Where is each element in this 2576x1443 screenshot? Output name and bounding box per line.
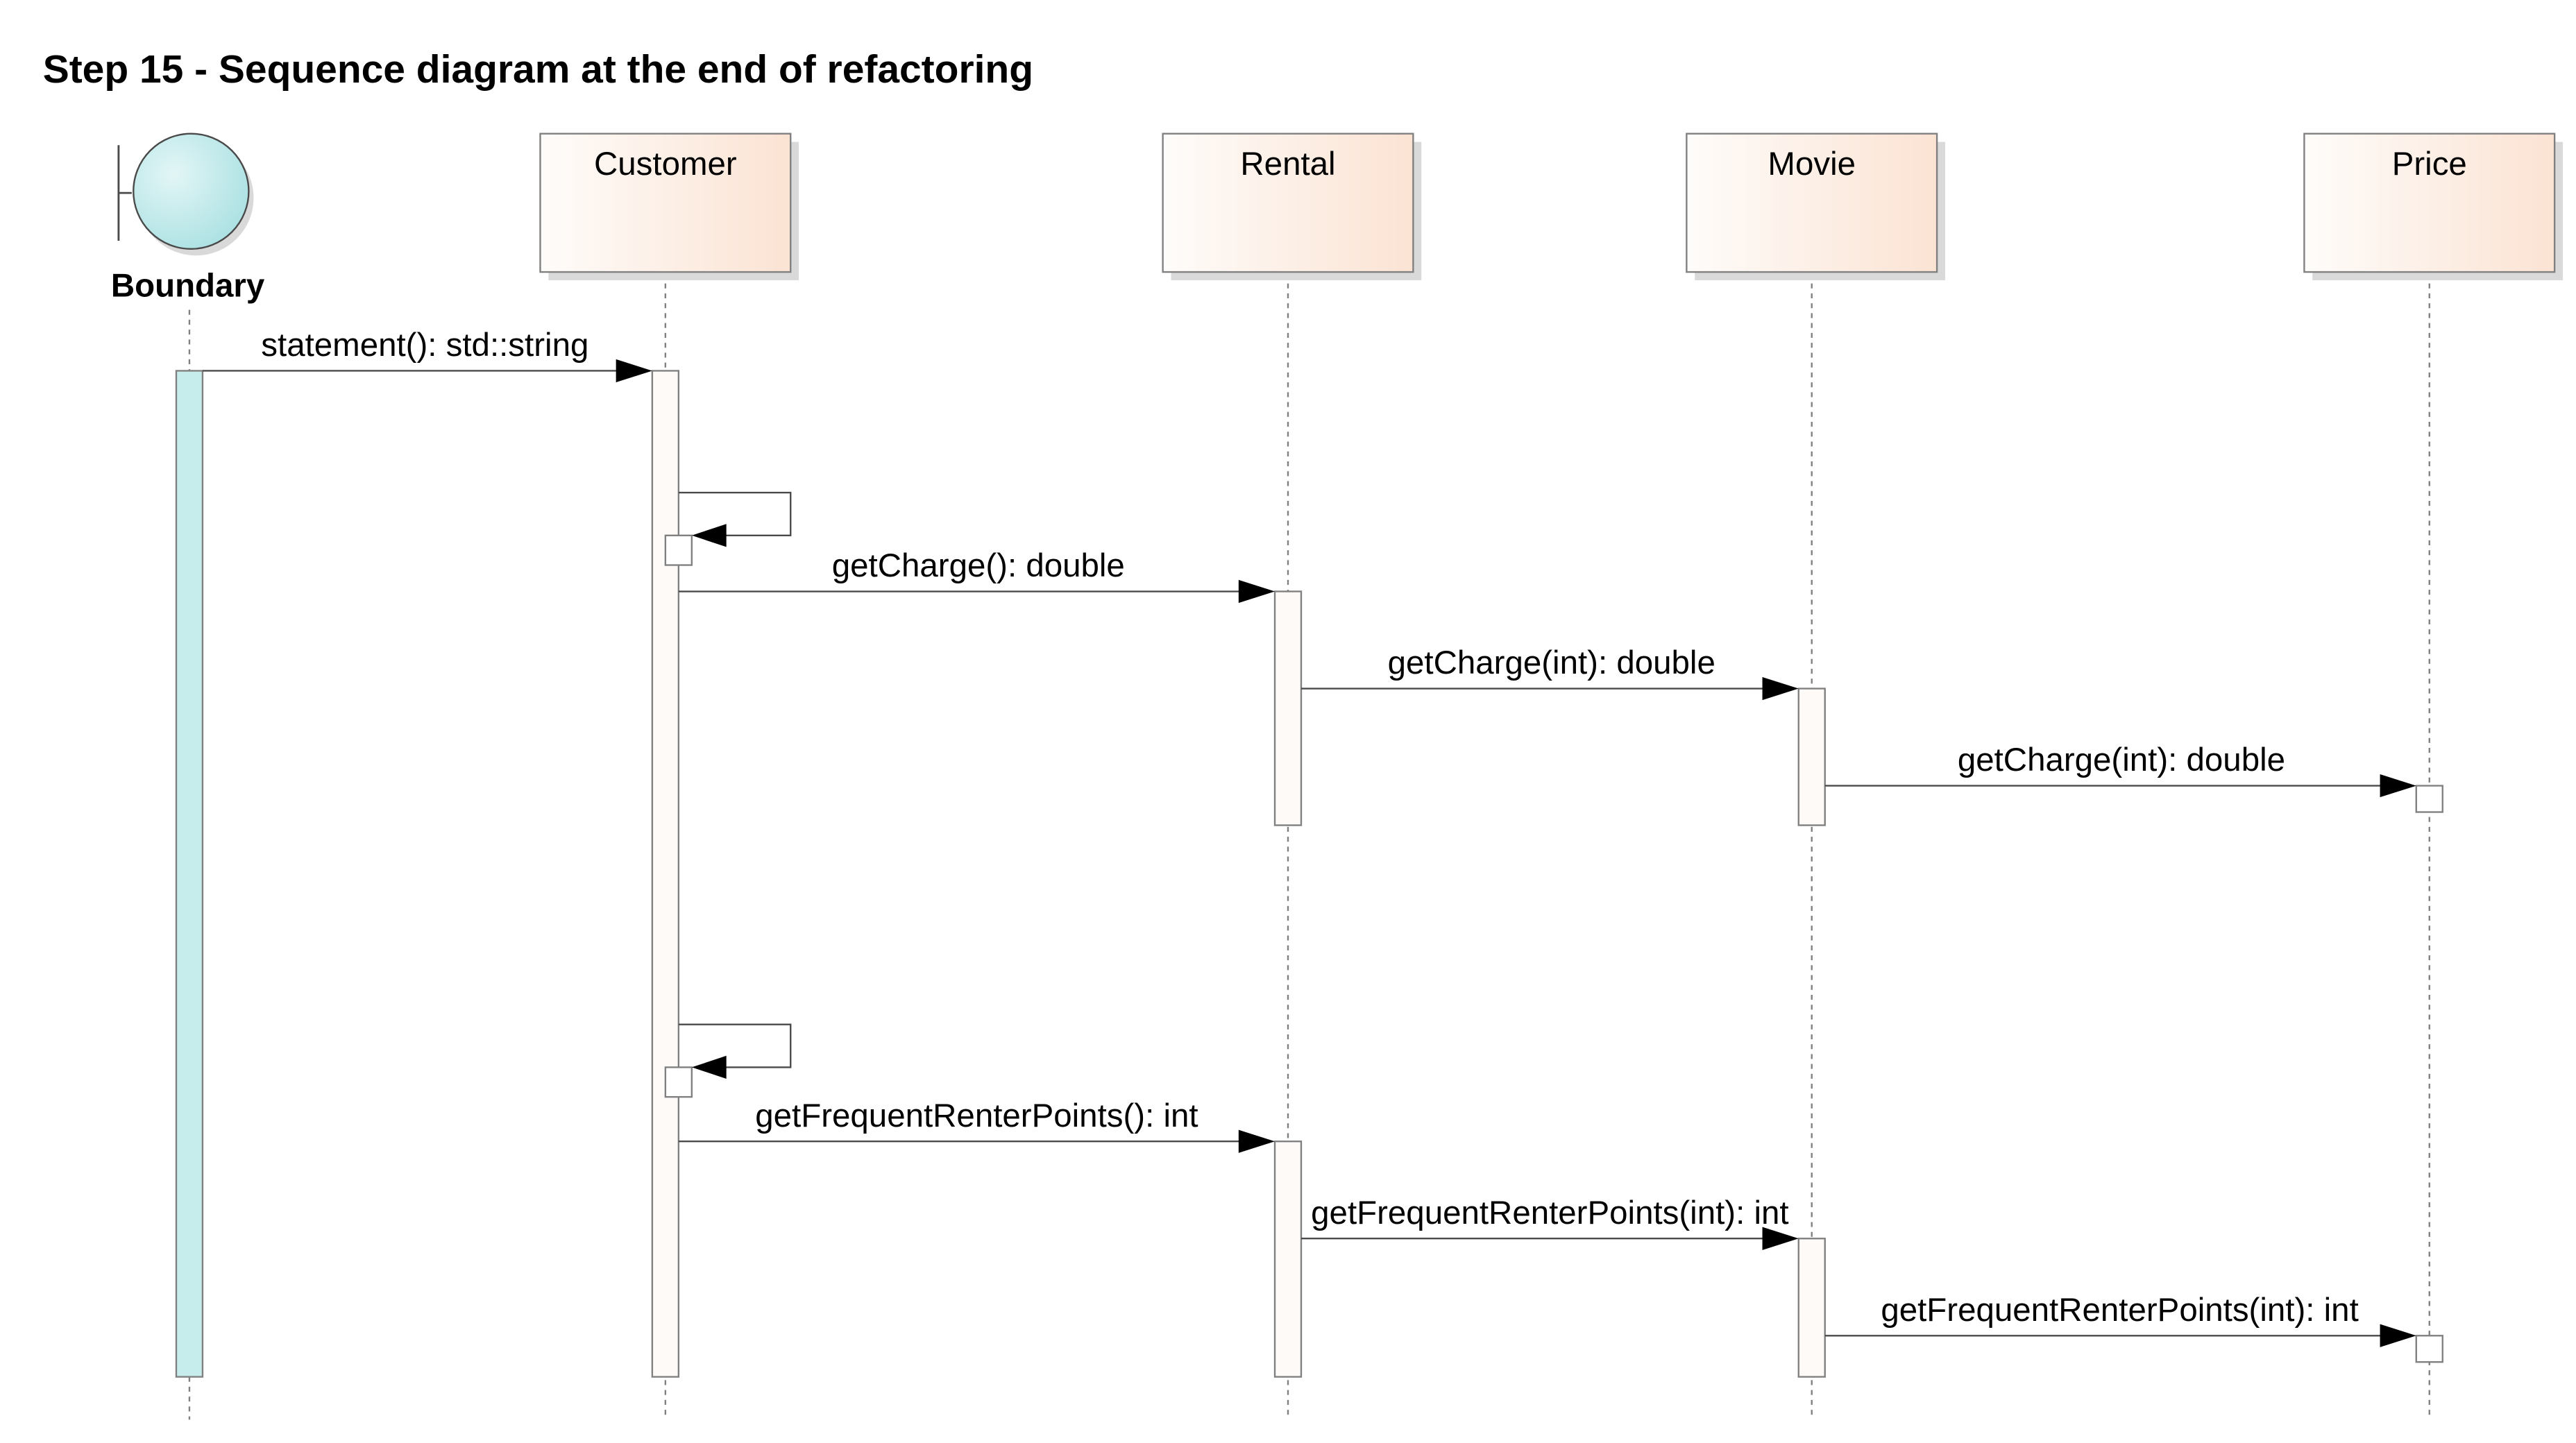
activation-customer-self-1 — [664, 534, 693, 566]
activation-customer-self-2 — [664, 1066, 693, 1098]
object-box-movie — [1686, 133, 1938, 273]
message-label: getCharge(int): double — [1388, 644, 1715, 681]
arrowhead-icon — [2380, 774, 2416, 798]
activation-bars — [175, 370, 2443, 1378]
object-box-price — [2303, 133, 2556, 273]
message-label: getCharge(): double — [832, 547, 1125, 584]
arrowhead-icon — [1238, 579, 1276, 604]
activation-rental-2 — [1273, 1141, 1303, 1378]
message-get-frequent-renter-points-movie[interactable]: getFrequentRenterPoints(int): int — [1300, 1195, 1799, 1250]
lifeline-head-customer[interactable]: Customer — [539, 133, 799, 280]
message-get-frequent-renter-points-rental[interactable]: getFrequentRenterPoints(): int — [678, 1098, 1276, 1153]
boundary-icon — [133, 133, 250, 250]
lifeline-head-rental[interactable]: Rental — [1162, 133, 1422, 280]
arrowhead-icon — [691, 524, 727, 547]
message-statement[interactable]: statement(): std::string — [202, 327, 652, 383]
activation-customer — [651, 370, 680, 1378]
lifeline-label-rental: Rental — [1240, 146, 1335, 182]
lifeline-head-price[interactable]: Price — [2303, 133, 2564, 280]
diagram-title: Step 15 - Sequence diagram at the end of… — [43, 47, 1033, 92]
message-self-call-1[interactable] — [678, 491, 792, 547]
lifeline-label-price: Price — [2392, 146, 2467, 182]
arrowhead-icon — [1762, 1227, 1799, 1250]
activation-movie-1 — [1797, 688, 1826, 826]
message-get-frequent-renter-points-price[interactable]: getFrequentRenterPoints(int): int — [1824, 1292, 2416, 1347]
activation-rental-1 — [1273, 590, 1303, 826]
message-label: getFrequentRenterPoints(int): int — [1311, 1195, 1788, 1231]
message-get-charge-movie[interactable]: getCharge(int): double — [1300, 644, 1799, 701]
lifeline-lines — [188, 273, 2430, 1420]
lifeline-label-customer: Customer — [594, 146, 737, 182]
boundary-actor[interactable]: Boundary — [111, 133, 265, 305]
message-label: getCharge(int): double — [1958, 742, 2285, 778]
activation-boundary — [175, 370, 204, 1378]
lifeline-label-boundary: Boundary — [111, 268, 265, 305]
arrowhead-icon — [2380, 1324, 2416, 1347]
message-self-call-2[interactable] — [678, 1023, 792, 1079]
object-box-customer — [539, 133, 792, 273]
arrowhead-icon — [1762, 676, 1799, 701]
object-box-rental — [1162, 133, 1414, 273]
arrowhead-icon — [616, 359, 652, 383]
message-get-charge-rental[interactable]: getCharge(): double — [678, 547, 1276, 604]
arrowhead-icon — [691, 1055, 727, 1079]
activation-price-1 — [2415, 785, 2443, 813]
messages: statement(): std::string getCharge(): do… — [202, 327, 2416, 1347]
message-label: statement(): std::string — [261, 327, 588, 364]
message-label: getFrequentRenterPoints(): int — [755, 1098, 1198, 1134]
arrowhead-icon — [1238, 1129, 1276, 1153]
activation-price-2 — [2415, 1335, 2443, 1363]
message-label: getFrequentRenterPoints(int): int — [1881, 1292, 2358, 1329]
message-get-charge-price[interactable]: getCharge(int): double — [1824, 742, 2416, 798]
lifeline-label-movie: Movie — [1768, 146, 1856, 182]
activation-movie-2 — [1797, 1238, 1826, 1378]
lifeline-head-movie[interactable]: Movie — [1686, 133, 1945, 280]
